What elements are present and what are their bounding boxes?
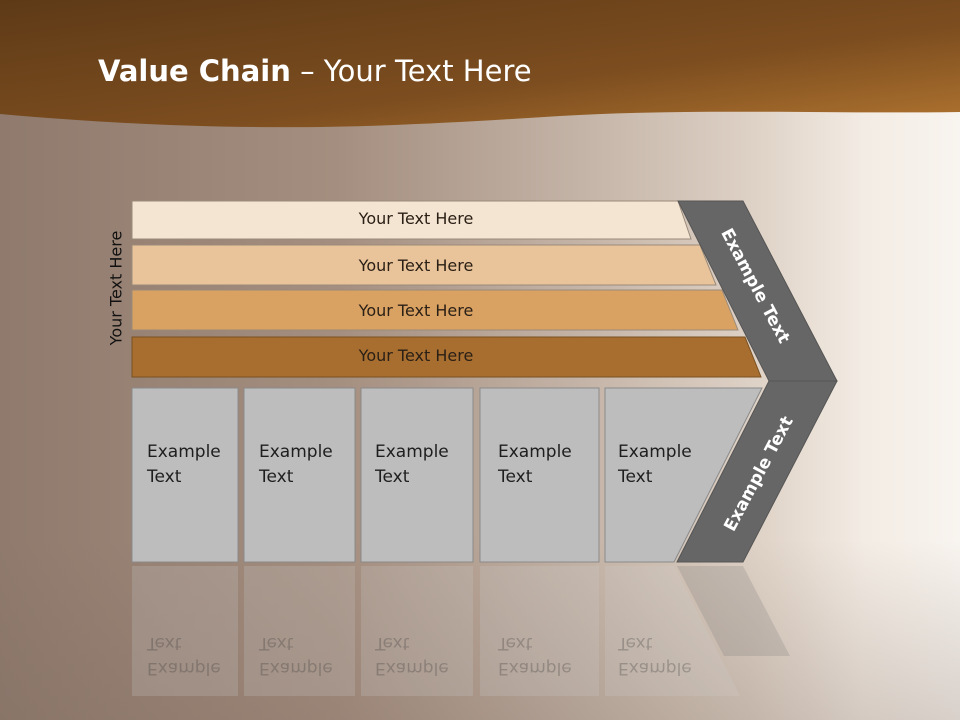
column-box-2 [243,387,356,563]
row-label-1: Your Text Here [358,209,474,228]
column-box-1 [131,387,239,563]
background-shade [0,540,960,720]
column-box-4 [479,387,600,563]
title-bold: Value Chain [98,54,291,88]
row-bar-1 [131,200,692,240]
column-box-5 [604,387,763,563]
row-bar-4 [131,336,762,378]
row-bar-2 [131,244,717,286]
slide-title: Value Chain – Your Text Here [98,54,532,88]
row-label-4: Your Text Here [358,346,474,365]
title-rest: – Your Text Here [290,54,532,88]
row-label-3: Your Text Here [358,301,474,320]
row-label-2: Your Text Here [358,256,474,275]
row-bar-3 [131,289,739,331]
reflection [132,566,790,696]
header-banner [0,0,960,128]
column-box-3 [360,387,474,563]
chevron-lower [676,380,838,563]
